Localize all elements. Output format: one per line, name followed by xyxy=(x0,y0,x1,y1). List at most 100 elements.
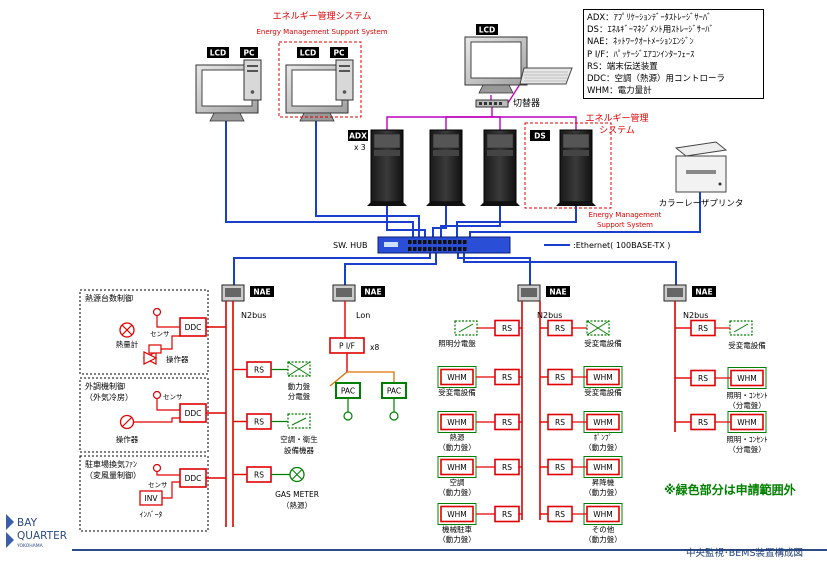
nae-label xyxy=(546,286,570,297)
hub-port xyxy=(428,247,432,251)
hub-display xyxy=(384,242,398,247)
power-panel-2: 分電盤 xyxy=(288,391,311,401)
keyboard-link xyxy=(507,83,521,104)
panel-diag xyxy=(458,323,474,333)
server-bay xyxy=(562,133,590,149)
printer-tray xyxy=(686,170,716,174)
group-air-handler xyxy=(79,377,209,453)
left-equipment-label: （動力盤） xyxy=(438,534,476,544)
controller-panel xyxy=(521,288,537,297)
ds-subtitle-1: Energy Management xyxy=(589,211,662,219)
sensor-label: センサ xyxy=(150,330,170,338)
equipment-label: （分電盤） xyxy=(728,400,766,410)
pc-drive xyxy=(339,70,350,72)
pc-drive xyxy=(247,65,258,67)
rs-box-label: RS xyxy=(254,418,264,427)
legend-whm: WHM：電力量計 xyxy=(587,86,652,97)
panel-diag xyxy=(733,323,749,333)
whm-box xyxy=(440,368,474,386)
actuator-wire xyxy=(161,335,180,350)
whm-box-label: WHM xyxy=(737,374,757,383)
hub-port xyxy=(463,247,467,251)
ds-label xyxy=(530,130,550,141)
sensor-icon xyxy=(152,307,162,317)
nae-label-text: NAE xyxy=(549,288,566,297)
legend-rs: RS：端末伝送装置 xyxy=(587,61,658,72)
ethernet-nae2 xyxy=(344,253,437,285)
pac-label: PAC xyxy=(341,387,355,396)
hub-port xyxy=(438,247,442,251)
right-equipment-label: （動力盤） xyxy=(584,487,622,497)
pac-sensor-icon xyxy=(389,411,399,421)
server-drive xyxy=(433,150,459,156)
sensor-label: センサ xyxy=(163,393,183,401)
pac-label: PAC xyxy=(387,387,401,396)
pc-power-icon xyxy=(342,90,347,94)
actuator-box xyxy=(148,344,162,354)
server-bay xyxy=(373,133,401,149)
lcd-label-text: LCD xyxy=(479,26,496,35)
printer-label: カラーレーザプリンタ xyxy=(659,199,744,209)
hub-port xyxy=(438,240,442,244)
left-equipment-label: 照明分電盤 xyxy=(438,338,476,348)
logo-line3: YOKOHAMA xyxy=(16,543,44,549)
hvac-label-1: 空調・衛生 xyxy=(280,434,318,444)
logo-mark-icon: BAY QUARTER YOKOHAMA xyxy=(6,514,67,549)
inv-label: INV xyxy=(145,494,159,503)
controller-panel xyxy=(336,288,352,297)
gas-meter-label-1: GAS METER xyxy=(275,490,319,499)
ems-group-frame xyxy=(278,41,362,118)
hub-port xyxy=(418,240,422,244)
footer-title: 中央監視･BEMS装置構成図 xyxy=(686,548,803,559)
server-bay xyxy=(432,133,460,149)
damper-actuator-icon xyxy=(143,351,158,365)
pac-link xyxy=(347,371,395,383)
whm-box-label: WHM xyxy=(593,373,613,382)
hub-port xyxy=(443,240,447,244)
ddc-box-label: DDC xyxy=(185,409,202,418)
adx-label-text: ADX xyxy=(349,132,367,141)
rs-box-label: RS xyxy=(502,463,512,472)
rs-box-label: RS xyxy=(698,324,708,333)
pac-sensor-icon xyxy=(343,411,353,421)
rs-box-label: RS xyxy=(555,463,565,472)
laser-printer-icon xyxy=(674,141,728,193)
rs-box-label: RS xyxy=(502,324,512,333)
ethernet-adx2 xyxy=(432,206,447,237)
hub-port xyxy=(433,240,437,244)
rs-box-label: RS xyxy=(555,324,565,333)
pac-link xyxy=(329,371,348,387)
rs-box-label: RS xyxy=(254,366,264,375)
power-panel-1: 動力盤 xyxy=(288,381,311,391)
lcd-label-text: LCD xyxy=(210,49,227,58)
kvm-port xyxy=(484,102,487,105)
ddc-box-label: DDC xyxy=(185,323,202,332)
hub-port xyxy=(453,240,457,244)
ems-subtitle: Energy Management Support System xyxy=(256,28,387,36)
rs-box-label: RS xyxy=(698,418,708,427)
legend-ds: DS：ｴﾈﾙｷﾞｰﾏﾈｼﾞﾒﾝﾄ用ｽﾄﾚｰｼﾞｻｰﾊﾞ xyxy=(587,25,714,36)
ds-title-2: システム xyxy=(599,125,635,136)
hvac-label-2: 設備機器 xyxy=(284,445,314,455)
ethernet-network xyxy=(225,106,701,285)
nae-controller xyxy=(517,284,541,302)
meter-label: 熱量計 xyxy=(116,339,139,349)
hub-port xyxy=(443,247,447,251)
hub-port xyxy=(463,240,467,244)
pc-label xyxy=(330,47,348,58)
monitor-screen xyxy=(470,41,522,79)
ds-label-text: DS xyxy=(534,132,546,141)
group-parking-fan xyxy=(79,455,209,532)
bay-quarter-logo: BAY QUARTER YOKOHAMA xyxy=(2,512,82,554)
server-drive xyxy=(563,150,589,156)
right-equipment-label: （動力盤） xyxy=(584,442,622,452)
ethernet-label: :Ethernet( 100BASE-TX ) xyxy=(573,241,670,250)
pc-drive xyxy=(339,65,350,67)
ds-group-frame xyxy=(524,122,612,209)
server-base xyxy=(426,202,466,206)
hub-port xyxy=(418,247,422,251)
console-adx1 xyxy=(386,107,493,130)
